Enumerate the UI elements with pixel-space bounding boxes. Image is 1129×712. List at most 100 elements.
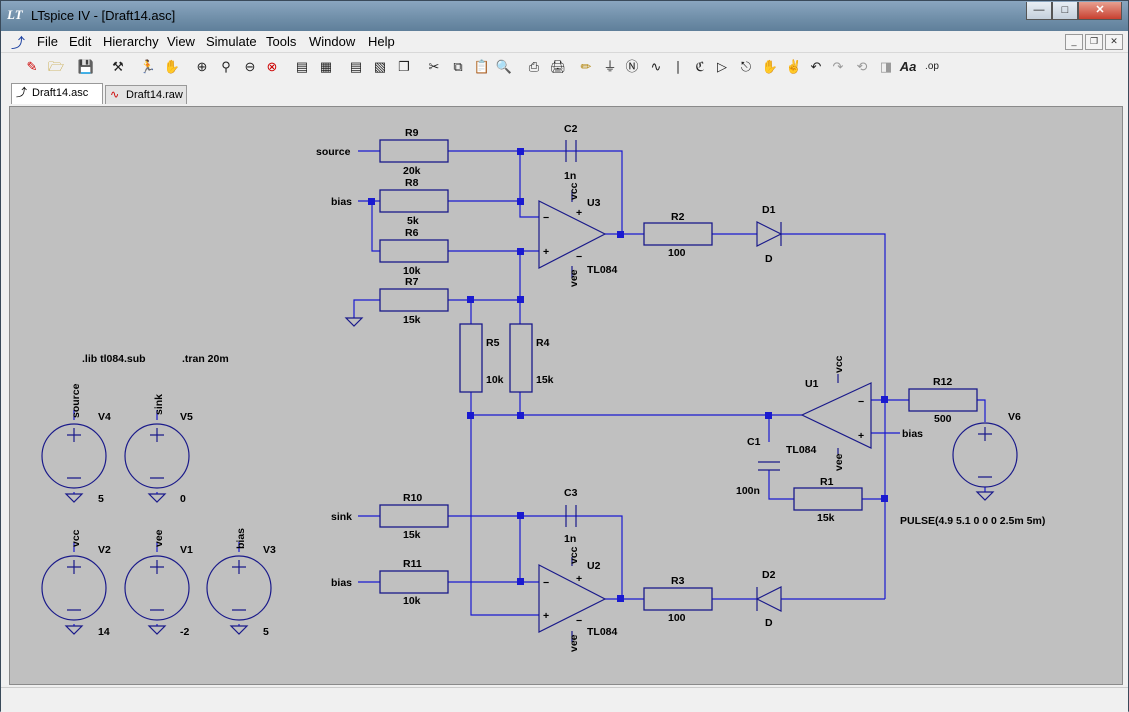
- d1-value: D: [765, 253, 773, 265]
- tab-label: Draft14.raw: [126, 89, 183, 101]
- tile-vertical-icon[interactable]: ▧: [373, 59, 387, 74]
- net-label-source: source: [316, 146, 351, 158]
- new-schematic-icon[interactable]: ✎: [26, 59, 38, 74]
- drag-icon[interactable]: ✌: [785, 59, 803, 74]
- u1-name: U1: [805, 378, 819, 390]
- halt-icon[interactable]: ✋: [163, 59, 181, 74]
- save-icon[interactable]: 💾: [77, 59, 95, 74]
- text-icon[interactable]: Aa: [899, 59, 917, 74]
- capacitor-icon[interactable]: ∣: [674, 59, 682, 74]
- toolbar: ✎ 🗁 💾 ⚒ 🏃 ✋ ⊕ ⚲ ⊖ ⊗ ▤ ▦ ▤ ▧ ❐ ✂ ⧉ 📋 🔍 ⎙ …: [1, 52, 1128, 84]
- schematic-drawing[interactable]: R9 20k R8 5k R6 10k R7 15k R5 10k R4 15k…: [10, 107, 1122, 684]
- r11-name: R11: [403, 558, 422, 570]
- zoom-in-icon[interactable]: ⊕: [196, 59, 208, 74]
- net-label-bias: bias: [331, 196, 352, 208]
- u3-vcc-label: vcc: [568, 182, 580, 200]
- c3-name: C3: [564, 487, 578, 499]
- r10-value: 15k: [403, 529, 421, 541]
- menu-window[interactable]: Window: [309, 34, 356, 49]
- control-panel-icon[interactable]: ⚒: [112, 59, 124, 74]
- net-label-bias-u2: bias: [331, 577, 352, 589]
- tile-horizontal-icon[interactable]: ▤: [349, 59, 363, 74]
- svg-text:+: +: [576, 573, 582, 585]
- move-icon[interactable]: ✋: [761, 59, 779, 74]
- menu-file[interactable]: File: [37, 34, 58, 49]
- resistor-icon[interactable]: ∿: [650, 59, 662, 74]
- ltspice-logo-icon: LT: [7, 7, 23, 22]
- redo-icon[interactable]: ↷: [832, 59, 844, 74]
- mdi-close-button[interactable]: ✕: [1105, 34, 1123, 50]
- label-net-icon[interactable]: Ⓝ: [625, 59, 639, 74]
- d1-name: D1: [762, 204, 776, 216]
- r7-value: 15k: [403, 314, 421, 326]
- opamp-symbols: [538, 190, 872, 642]
- schematic-doc-icon[interactable]: ⤴: [11, 35, 25, 51]
- schematic-canvas[interactable]: R9 20k R8 5k R6 10k R7 15k R5 10k R4 15k…: [9, 106, 1123, 685]
- spice-directive-icon[interactable]: .op: [925, 61, 939, 72]
- menu-view[interactable]: View: [167, 34, 195, 49]
- u1-vcc-label: vcc: [833, 355, 845, 373]
- tab-draft14-asc[interactable]: ⤴ Draft14.asc: [11, 83, 103, 104]
- paste-icon[interactable]: 📋: [473, 59, 491, 74]
- copy-icon[interactable]: ⧉: [453, 59, 463, 74]
- close-button[interactable]: ✕: [1078, 2, 1122, 20]
- mdi-restore-button[interactable]: ❐: [1085, 34, 1103, 50]
- svg-text:−: −: [543, 212, 549, 224]
- component-icon[interactable]: ⎋: [740, 59, 752, 74]
- menu-tools[interactable]: Tools: [266, 34, 297, 49]
- minimize-button[interactable]: —: [1026, 2, 1052, 20]
- undo-icon[interactable]: ↶: [810, 59, 822, 74]
- menu-hierarchy[interactable]: Hierarchy: [103, 34, 159, 49]
- c1-value: 100n: [736, 485, 760, 497]
- title-bar[interactable]: LT LTspice IV - [Draft14.asc] — □ ✕: [1, 1, 1128, 31]
- find-icon[interactable]: 🔍: [495, 59, 513, 74]
- draw-wire-icon[interactable]: ✏: [580, 59, 592, 74]
- print-icon[interactable]: 🖨: [549, 59, 567, 74]
- u3-vee-label: vee: [568, 269, 580, 287]
- cut-icon[interactable]: ✂: [428, 59, 440, 74]
- pan-icon[interactable]: ⚲: [221, 59, 231, 74]
- menu-edit[interactable]: Edit: [69, 34, 92, 49]
- autorange-icon[interactable]: ▤: [295, 59, 309, 74]
- menu-help[interactable]: Help: [368, 34, 395, 49]
- zoom-fit-icon[interactable]: ⊗: [266, 59, 278, 74]
- maximize-button[interactable]: □: [1052, 2, 1078, 20]
- inductor-icon[interactable]: ℭ: [695, 59, 705, 74]
- v2-name: V2: [98, 544, 111, 556]
- svg-text:−: −: [576, 615, 582, 627]
- diode-symbols: [755, 221, 783, 612]
- mirror-icon[interactable]: ◨: [879, 59, 893, 74]
- v2-net-label: vcc: [70, 529, 82, 547]
- diode-icon[interactable]: ▷: [717, 59, 727, 74]
- r1-name: R1: [820, 476, 834, 488]
- junction-dots: [368, 148, 888, 602]
- v5-net-label: sink: [153, 394, 165, 415]
- tran-directive[interactable]: .tran 20m: [182, 353, 229, 365]
- print-preview-icon[interactable]: ⎙: [528, 59, 540, 74]
- r12-name: R12: [933, 376, 952, 388]
- tab-label: Draft14.asc: [32, 87, 89, 99]
- r8-value: 5k: [407, 215, 419, 227]
- tab-draft14-raw[interactable]: ∿ Draft14.raw: [105, 85, 187, 104]
- svg-text:−: −: [858, 396, 864, 408]
- lib-directive[interactable]: .lib tl084.sub: [82, 353, 146, 365]
- r6-value: 10k: [403, 265, 421, 277]
- r5-name: R5: [486, 337, 500, 349]
- open-folder-icon[interactable]: 🗁: [47, 59, 65, 74]
- mdi-minimize-button[interactable]: _: [1065, 34, 1083, 50]
- r6-name: R6: [405, 227, 419, 239]
- r3-name: R3: [671, 575, 685, 587]
- menu-simulate[interactable]: Simulate: [206, 34, 257, 49]
- r12-value: 500: [934, 413, 952, 425]
- run-icon[interactable]: 🏃: [139, 59, 157, 74]
- cascade-icon[interactable]: ❐: [398, 59, 410, 74]
- fft-icon[interactable]: ▦: [319, 59, 333, 74]
- zoom-out-icon[interactable]: ⊖: [244, 59, 256, 74]
- ground-icon[interactable]: ⏚: [603, 59, 617, 74]
- window-title: LTspice IV - [Draft14.asc]: [31, 8, 176, 23]
- u1-vee-label: vee: [833, 453, 845, 471]
- v5-name: V5: [180, 411, 193, 423]
- u3-name: U3: [587, 197, 601, 209]
- schematic-icon: ⤴: [16, 87, 27, 99]
- rotate-icon[interactable]: ⟲: [856, 59, 868, 74]
